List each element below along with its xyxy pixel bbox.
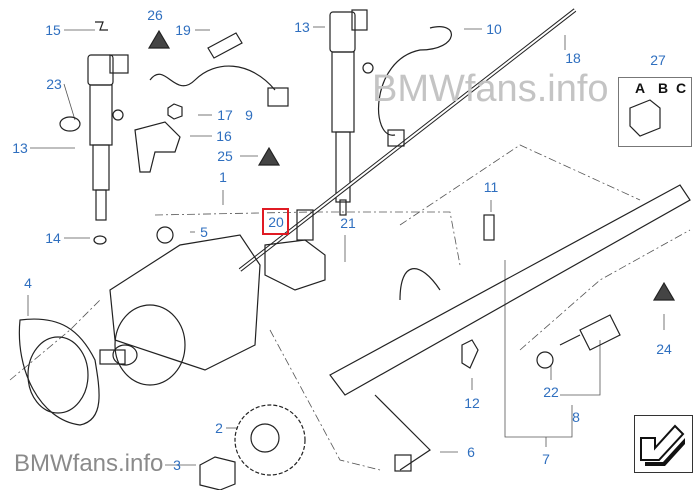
callout-20[interactable]: 20 xyxy=(268,214,284,230)
callout-2[interactable]: 2 xyxy=(215,420,223,436)
callout-26[interactable]: 26 xyxy=(147,7,163,23)
callout-10[interactable]: 10 xyxy=(486,21,502,37)
callout-9[interactable]: 9 xyxy=(245,107,253,123)
sensor-24 xyxy=(559,314,621,351)
callout-22[interactable]: 22 xyxy=(543,384,559,400)
injector-left xyxy=(59,21,129,245)
callout-12[interactable]: 12 xyxy=(464,395,480,411)
callout-7[interactable]: 7 xyxy=(542,451,550,467)
clip-12 xyxy=(461,339,479,369)
nut-9 xyxy=(267,87,289,107)
callout-25[interactable]: 25 xyxy=(217,148,233,164)
callout-15[interactable]: 15 xyxy=(45,22,61,38)
fuel-rail-7 xyxy=(329,184,691,396)
callout-23[interactable]: 23 xyxy=(46,76,62,92)
leader-lines xyxy=(9,26,691,471)
injector-center xyxy=(329,9,374,216)
bolt-11 xyxy=(483,214,495,241)
callout-13-left[interactable]: 13 xyxy=(12,140,28,156)
callout-11[interactable]: 11 xyxy=(483,179,499,195)
watermark-bottom: BMWfans.info xyxy=(14,450,164,477)
variant-b: B xyxy=(657,80,669,96)
pipe-10 xyxy=(378,26,452,136)
highlight-box-20 xyxy=(262,208,289,235)
watermark-top: BMWfans.info xyxy=(372,68,609,110)
back-arrow-button[interactable] xyxy=(634,415,693,473)
valve-27 xyxy=(629,99,661,137)
pipe-6 xyxy=(374,268,441,471)
nut-3 xyxy=(199,456,236,490)
callout-18[interactable]: 18 xyxy=(565,50,581,66)
callout-24[interactable]: 24 xyxy=(656,341,672,357)
callout-3[interactable]: 3 xyxy=(173,457,181,473)
sleeve-19 xyxy=(207,32,243,59)
variant-c: C xyxy=(675,80,687,96)
callout-27[interactable]: 27 xyxy=(650,52,666,68)
callout-21[interactable]: 21 xyxy=(340,215,356,231)
grommet-5 xyxy=(156,226,174,244)
callout-5[interactable]: 5 xyxy=(200,224,208,240)
callout-19[interactable]: 19 xyxy=(175,22,191,38)
callout-4[interactable]: 4 xyxy=(24,275,32,291)
gasket-4 xyxy=(18,318,100,426)
high-pressure-pump xyxy=(99,234,261,386)
callout-14[interactable]: 14 xyxy=(45,230,61,246)
sprocket-2 xyxy=(234,404,306,476)
pipe-9 xyxy=(149,65,276,91)
seal-ring-22 xyxy=(536,351,554,369)
callout-16[interactable]: 16 xyxy=(216,128,232,144)
detail-box-27 xyxy=(618,77,692,147)
bracket-16 xyxy=(134,121,181,173)
warning-icon-24 xyxy=(652,281,676,301)
callout-17[interactable]: 17 xyxy=(217,107,233,123)
warning-icon-26 xyxy=(147,29,171,49)
pressure-valve-20 xyxy=(264,239,326,291)
nut-17 xyxy=(167,103,183,120)
callout-13-top[interactable]: 13 xyxy=(294,19,310,35)
callout-6[interactable]: 6 xyxy=(467,444,475,460)
arrow-icon xyxy=(640,424,685,466)
callout-1[interactable]: 1 xyxy=(219,169,227,185)
warning-icon-25 xyxy=(257,146,281,166)
callout-8[interactable]: 8 xyxy=(572,409,580,425)
variant-a: A xyxy=(634,80,646,96)
